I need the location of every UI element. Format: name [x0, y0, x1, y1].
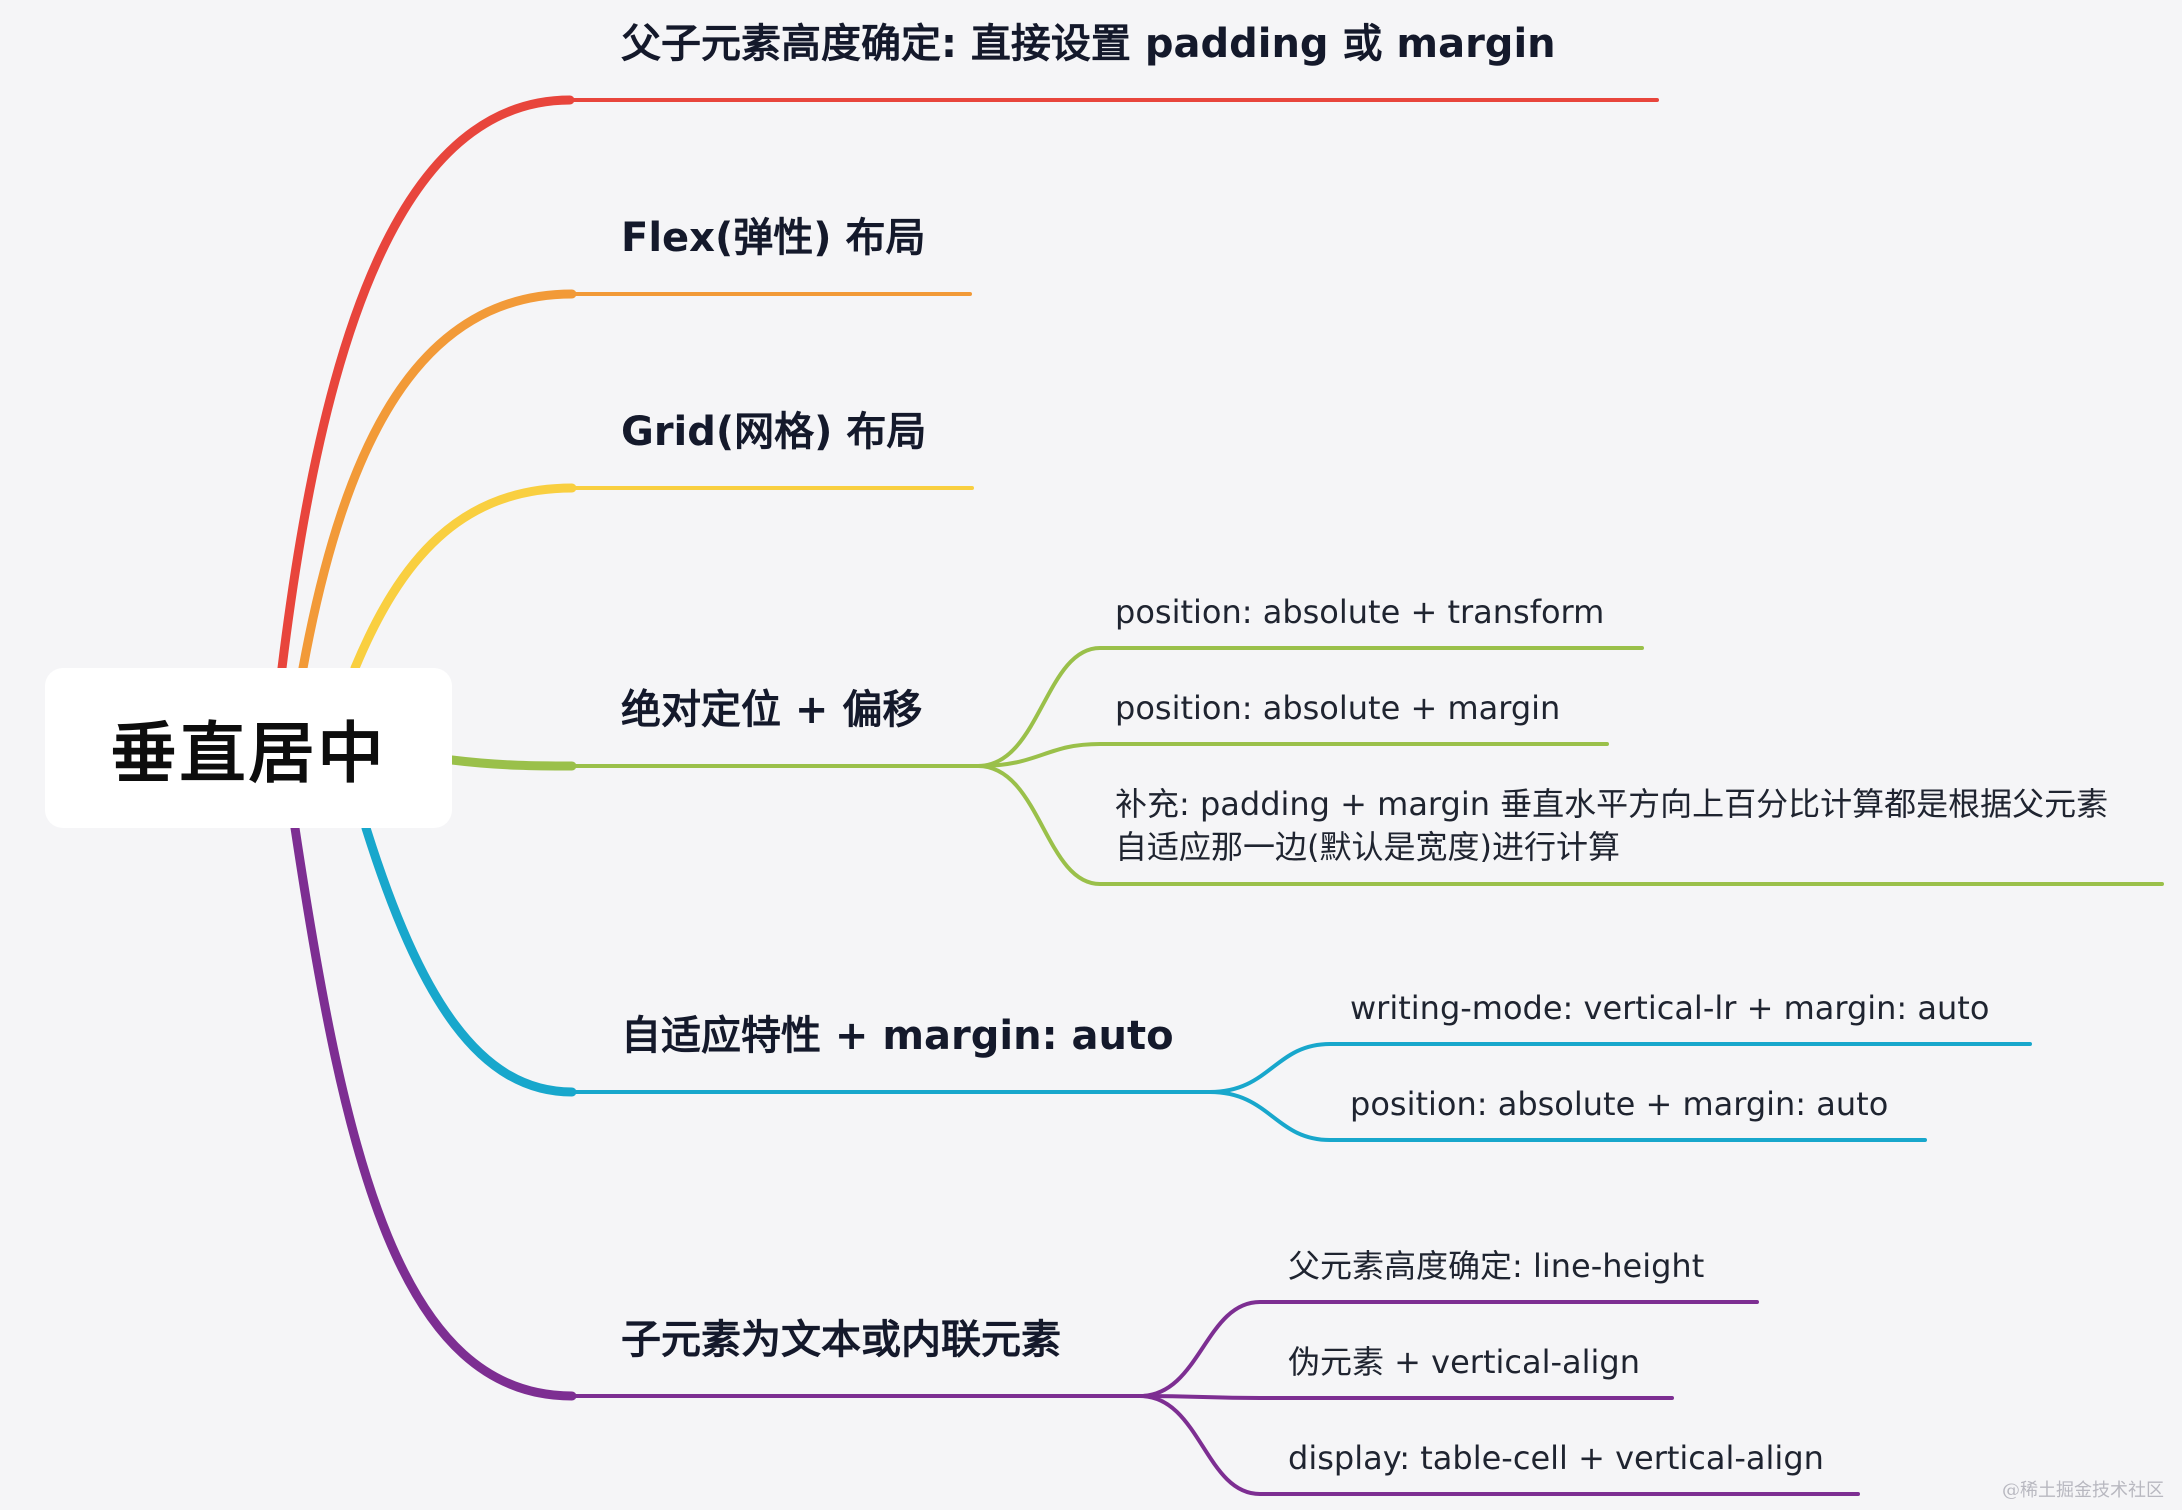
connector-orange — [298, 289, 577, 673]
connector-red — [277, 95, 575, 673]
sub-label-cyan-1[interactable]: writing-mode: vertical-lr + margin: auto — [1350, 989, 1990, 1027]
connector-cyan — [361, 823, 577, 1097]
watermark: @稀土掘金技术社区 — [2002, 1480, 2164, 1501]
sub-connector-cyan-1 — [1208, 1042, 2032, 1094]
connector-green — [447, 755, 577, 771]
branch-label-purple[interactable]: 子元素为文本或内联元素 — [621, 1317, 1061, 1363]
branch-label-yellow[interactable]: Grid(网格) 布局 — [621, 409, 927, 455]
root-label: 垂直居中 — [110, 715, 387, 792]
sub-label-green-3[interactable]: 补充: padding + margin 垂直水平方向上百分比计算都是根据父元素… — [1115, 785, 2109, 866]
sub-connector-green-3 — [976, 764, 2164, 886]
branch-label-cyan[interactable]: 自适应特性 + margin: auto — [621, 1013, 1174, 1059]
sub-label-purple-2[interactable]: 伪元素 + vertical-align — [1288, 1343, 1641, 1381]
sub-label-green-1[interactable]: position: absolute + transform — [1115, 593, 1605, 631]
sub-label-cyan-2[interactable]: position: absolute + margin: auto — [1350, 1085, 1889, 1123]
sub-connector-purple-3 — [1138, 1394, 1860, 1496]
sub-connector-green-1 — [976, 646, 1644, 768]
branch-label-red[interactable]: 父子元素高度确定: 直接设置 padding 或 margin — [621, 21, 1556, 67]
sub-connector-green-2 — [976, 742, 1609, 768]
sub-connector-purple-2 — [1138, 1394, 1674, 1400]
branch-label-green[interactable]: 绝对定位 + 偏移 — [621, 687, 923, 733]
sub-label-purple-3[interactable]: display: table-cell + vertical-align — [1288, 1439, 1824, 1477]
connector-yellow — [350, 483, 577, 673]
sub-label-green-2[interactable]: position: absolute + margin — [1115, 689, 1561, 727]
sub-connector-purple-1 — [1138, 1300, 1759, 1398]
root-node[interactable]: 垂直居中 — [45, 668, 452, 828]
connector-purple — [290, 823, 577, 1401]
sub-label-purple-1[interactable]: 父元素高度确定: line-height — [1288, 1247, 1705, 1285]
branch-label-orange[interactable]: Flex(弹性) 布局 — [621, 215, 926, 261]
sub-connector-cyan-2 — [1208, 1090, 1927, 1142]
